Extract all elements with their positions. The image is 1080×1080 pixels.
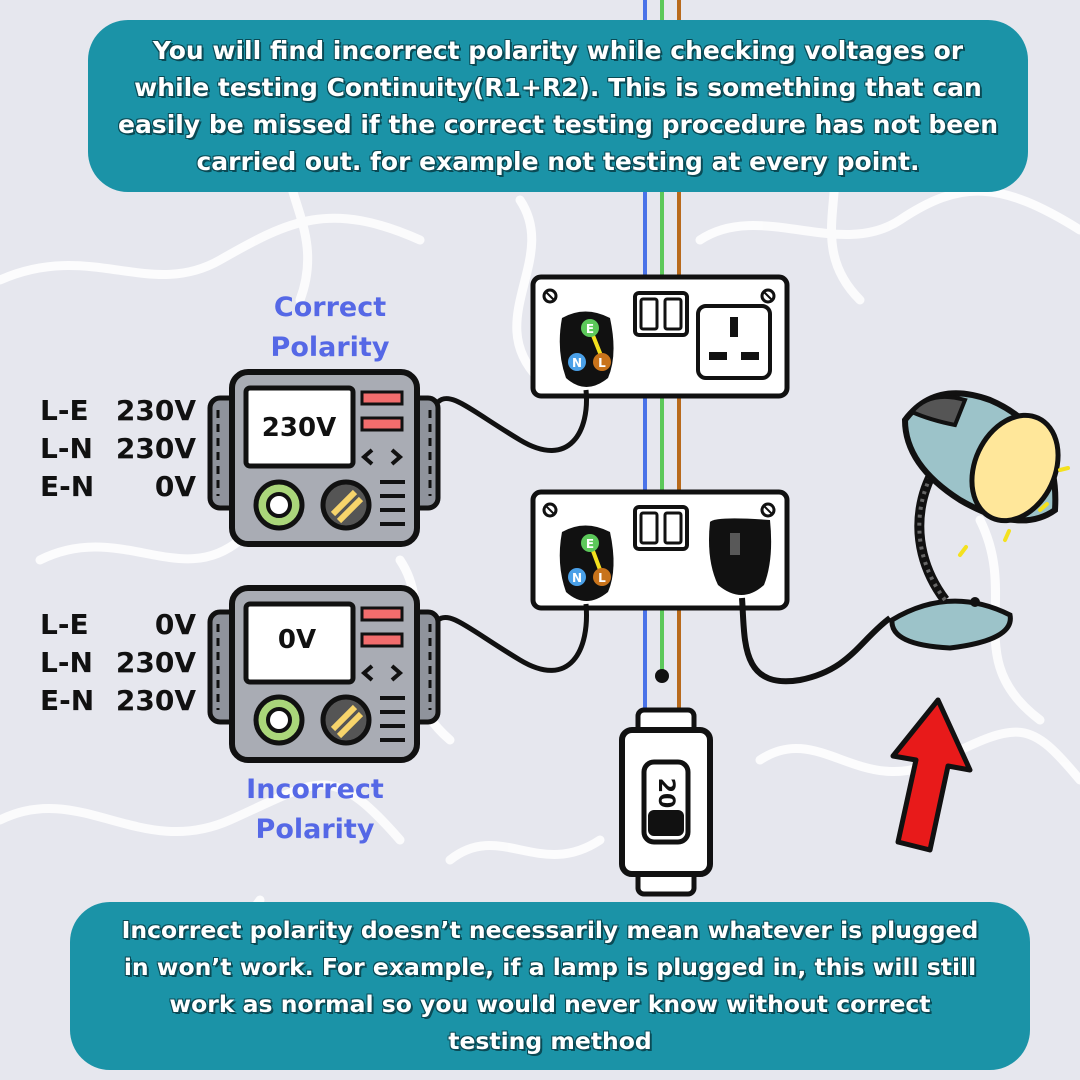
reading-pair: L-N xyxy=(40,646,93,679)
bottom-note: Incorrect polarity doesn’t necessarily m… xyxy=(70,902,1030,1070)
reading-pair: L-E xyxy=(40,608,89,641)
bottom-note-line: Incorrect polarity doesn’t necessarily m… xyxy=(121,916,979,944)
reading-value: 230V xyxy=(115,432,196,465)
reading-pair: E-N xyxy=(40,470,95,503)
incorrect-polarity-title: Incorrect Polarity xyxy=(230,770,400,850)
tester-screen-incorrect: 0V xyxy=(278,625,316,655)
top-note-line: easily be missed if the correct testing … xyxy=(117,110,999,139)
plug-icon xyxy=(436,311,614,453)
multifunction-tester-icon: 0V xyxy=(207,585,441,763)
reading-pair: L-E xyxy=(40,394,89,427)
reading-value: 230V xyxy=(115,684,196,717)
correct-readings: L-E 230V L-N 230V E-N 0V xyxy=(40,392,196,506)
reading-pair: L-N xyxy=(40,432,93,465)
desk-lamp-icon xyxy=(889,390,1070,651)
incorrect-title-line: Polarity xyxy=(255,814,375,845)
bottom-note-line: work as normal so you would never know w… xyxy=(169,990,931,1018)
plug-icon xyxy=(436,525,614,673)
correct-title-line: Polarity xyxy=(270,332,390,363)
reading-pair: E-N xyxy=(40,684,95,717)
top-note-line: while testing Continuity(R1+R2). This is… xyxy=(134,73,982,102)
reading-value: 0V xyxy=(154,470,196,503)
top-note: You will find incorrect polarity while c… xyxy=(88,20,1028,192)
incorrect-readings: L-E 0V L-N 230V E-N 230V xyxy=(40,606,196,720)
reading-value: 230V xyxy=(115,646,196,679)
bottom-note-line: testing method xyxy=(448,1027,652,1055)
bottom-note-line: in won’t work. For example, if a lamp is… xyxy=(123,953,977,981)
correct-title-line: Correct xyxy=(273,292,387,323)
correct-polarity-title: Correct Polarity xyxy=(255,288,405,368)
multifunction-tester-icon: 230V xyxy=(207,369,441,547)
red-arrow-icon xyxy=(890,697,973,853)
incorrect-title-line: Incorrect xyxy=(246,774,384,805)
circuit-breaker-icon: 20 xyxy=(619,707,713,897)
breaker-rating: 20 xyxy=(653,778,678,809)
top-note-line: You will find incorrect polarity while c… xyxy=(152,36,964,65)
top-note-line: carried out. for example not testing at … xyxy=(196,147,920,176)
reading-value: 0V xyxy=(154,608,196,641)
reading-value: 230V xyxy=(115,394,196,427)
tester-screen-correct: 230V xyxy=(262,413,336,443)
plug-icon xyxy=(709,518,892,685)
